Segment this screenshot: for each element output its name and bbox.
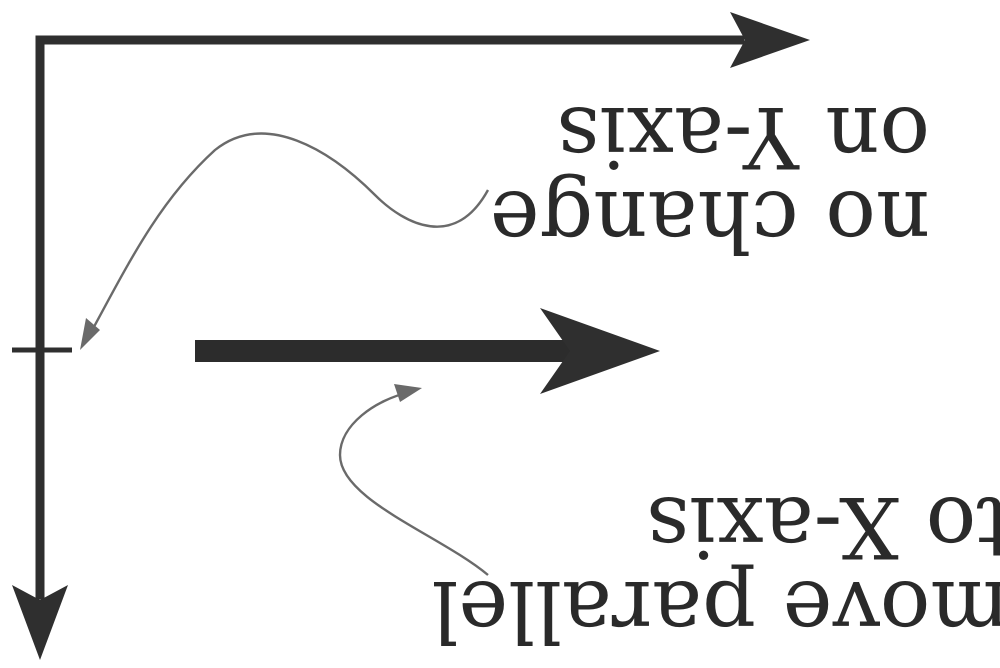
move-label-line1: move parallel — [432, 562, 1000, 660]
movement-arrow-shaft — [195, 340, 575, 362]
no-change-label-line1: no change — [490, 172, 930, 270]
move-label-line2: to X-axis — [646, 478, 1000, 576]
y-axis-arrow-icon — [12, 585, 68, 660]
no-change-label-line2: on Y-axis — [557, 88, 930, 186]
no-change-pointer — [86, 132, 490, 339]
x-axis-arrow-icon — [730, 12, 810, 68]
no-change-label: no change on Y-axis — [490, 88, 930, 270]
move-pointer — [338, 390, 489, 576]
move-pointer-arrow-icon — [394, 384, 422, 402]
no-change-pointer-arrow-icon — [80, 318, 100, 350]
move-label: move parallel to X-axis — [432, 478, 1000, 660]
movement-arrow-icon — [540, 308, 660, 394]
